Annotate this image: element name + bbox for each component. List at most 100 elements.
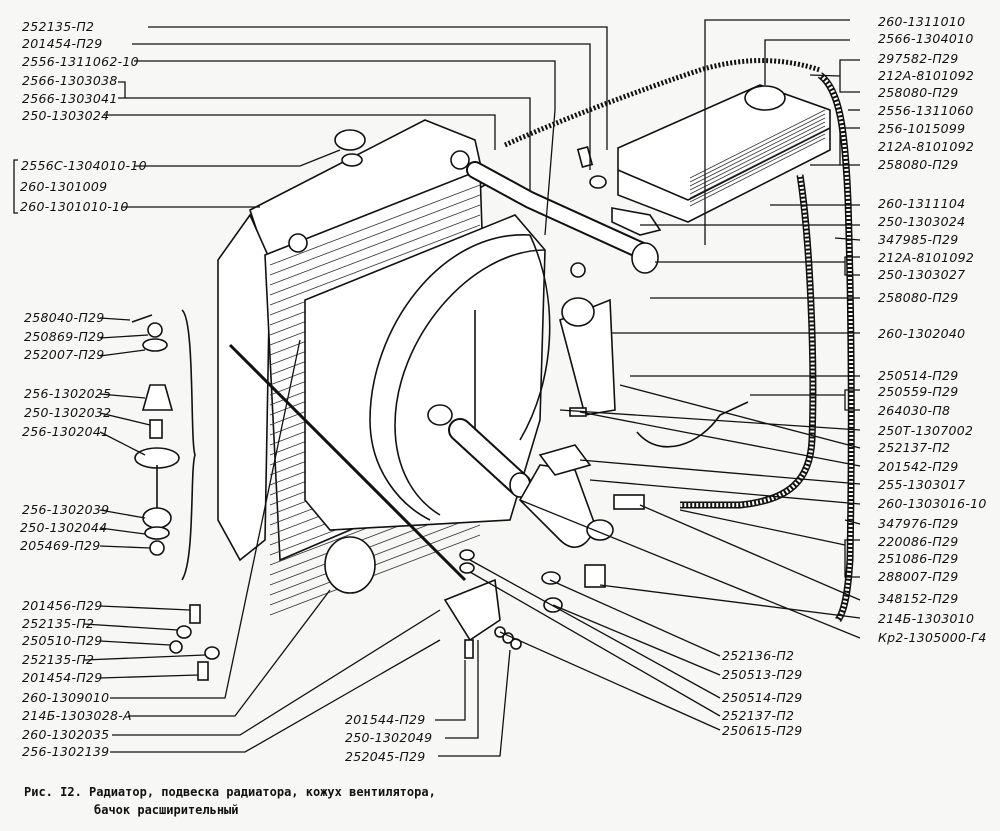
cushion-256-1302039 — [142, 507, 172, 529]
tank-rib-line — [689, 113, 826, 183]
tank-rib-line — [689, 109, 826, 179]
nut-205469 — [149, 540, 165, 556]
part-label: Кр2-1305000-Г4 — [878, 630, 987, 645]
part-label: 250615-П29 — [722, 723, 803, 738]
washer-252007 — [142, 338, 168, 352]
part-label: 264030-П8 — [878, 403, 951, 418]
washer-252135 — [589, 175, 607, 189]
part-label: 347985-П29 — [878, 232, 959, 247]
part-label: 250-1302032 — [24, 405, 112, 420]
core-fin-line — [269, 224, 481, 306]
rod-bracket — [443, 578, 501, 642]
tank-bracket — [611, 207, 662, 236]
tank-rib-line — [689, 137, 826, 207]
part-label: 260-1311104 — [878, 196, 966, 211]
part-label: 256-1302041 — [22, 424, 110, 439]
tank-rib-line — [689, 121, 826, 191]
radiator-inlet-stub — [450, 150, 470, 170]
part-label: 2556С-1304010-10 — [21, 158, 147, 173]
outlet-flange — [586, 519, 614, 541]
part-label: 252045-П29 — [345, 749, 426, 764]
bolt-201456 — [189, 604, 201, 624]
washer-252136 — [541, 571, 561, 585]
sleeve-250-1302032 — [149, 419, 163, 439]
part-label: 260-1311010 — [878, 14, 966, 29]
tank-rib-line — [689, 125, 826, 195]
figure-caption-line2: бачок расширительный — [94, 803, 239, 817]
figure-caption-line1: Рис. I2. Радиатор, подвеска радиатора, к… — [24, 785, 436, 799]
expansion-tank-body — [617, 84, 831, 223]
core-fin-line — [269, 514, 481, 596]
part-label: 2566-1304010 — [878, 31, 974, 46]
bypass-hose — [680, 174, 817, 509]
stay-rod — [228, 343, 467, 582]
part-label: 214Б-1303028-А — [22, 708, 132, 723]
part-label: 214Б-1303010 — [878, 611, 975, 626]
part-label: 201454-П29 — [22, 670, 103, 685]
rubber-bushing — [561, 297, 595, 327]
part-label: 201542-П29 — [878, 459, 959, 474]
part-label: 201544-П29 — [345, 712, 426, 727]
part-label: 2566-1303038 — [22, 73, 118, 88]
part-label: 260-1301010-10 — [20, 199, 129, 214]
radiator-side-bracket — [217, 213, 271, 562]
radiator-mount-stack — [131, 309, 196, 581]
part-label: 258080-П29 — [878, 290, 959, 305]
hose-end — [631, 242, 659, 274]
gasket — [538, 444, 592, 476]
lower-left-parts — [169, 343, 522, 681]
part-label: 288007-П29 — [878, 569, 959, 584]
part-label: 250513-П29 — [722, 667, 803, 682]
fan-shroud-ring — [369, 234, 531, 521]
part-label: 205469-П29 — [20, 538, 101, 553]
castle-nut — [570, 262, 586, 278]
washer-252135 — [176, 625, 192, 639]
part-label: 2566-1303041 — [22, 91, 118, 106]
part-label: 252007-П29 — [24, 347, 105, 362]
tank-rib-line — [689, 117, 826, 187]
drain-cock — [584, 564, 606, 588]
water-outlet-pipe — [519, 464, 596, 548]
part-label: 250-1303024 — [22, 108, 110, 123]
tube-250T-1307002 — [636, 401, 749, 448]
part-label: 252135-П2 — [22, 652, 95, 667]
hose-clamp — [324, 536, 376, 594]
part-label: 256-1302025 — [24, 386, 112, 401]
part-label: 220086-П29 — [878, 534, 959, 549]
part-label: 260-1302040 — [878, 326, 966, 341]
part-label: 250559-П29 — [878, 384, 959, 399]
part-label: 260-1302035 — [22, 727, 110, 742]
tank-rib-line — [689, 129, 826, 199]
part-label: 252136-П2 — [722, 648, 795, 663]
part-label: 347976-П29 — [878, 516, 959, 531]
part-label: 297582-П29 — [878, 51, 959, 66]
group-brace — [181, 309, 196, 581]
radiator-filler-cap — [334, 129, 366, 151]
part-label: 250869-П29 — [24, 329, 105, 344]
part-label: 256-1015099 — [878, 121, 966, 136]
part-label: 256-1302139 — [22, 744, 110, 759]
part-label: 252135-П2 — [22, 616, 95, 631]
core-fin-line — [269, 534, 481, 616]
part-label: 212А-8101092 — [878, 250, 975, 265]
part-label: 255-1303017 — [878, 477, 966, 492]
leader-lines — [13, 19, 861, 757]
core-fin-line — [269, 194, 481, 276]
radiator-outlet-stub — [288, 233, 308, 253]
tank-rib-line — [689, 133, 826, 203]
nut-250510 — [169, 640, 183, 654]
part-label: 212А-8101092 — [878, 68, 975, 83]
part-label: 250514-П29 — [722, 690, 803, 705]
part-label: 260-1303016-10 — [878, 496, 987, 511]
part-label: 258080-П29 — [878, 85, 959, 100]
part-label: 348152-П29 — [878, 591, 959, 606]
part-label: 250-1303024 — [878, 214, 966, 229]
hoses — [427, 58, 855, 623]
part-label: 212А-8101092 — [878, 139, 975, 154]
part-label: 201454-П29 — [22, 36, 103, 51]
part-label: 250510-П29 — [22, 633, 103, 648]
cushion-256-1302025 — [141, 384, 174, 411]
part-label: 250Т-1307002 — [878, 423, 974, 438]
part-label: 250-1303027 — [878, 267, 966, 282]
